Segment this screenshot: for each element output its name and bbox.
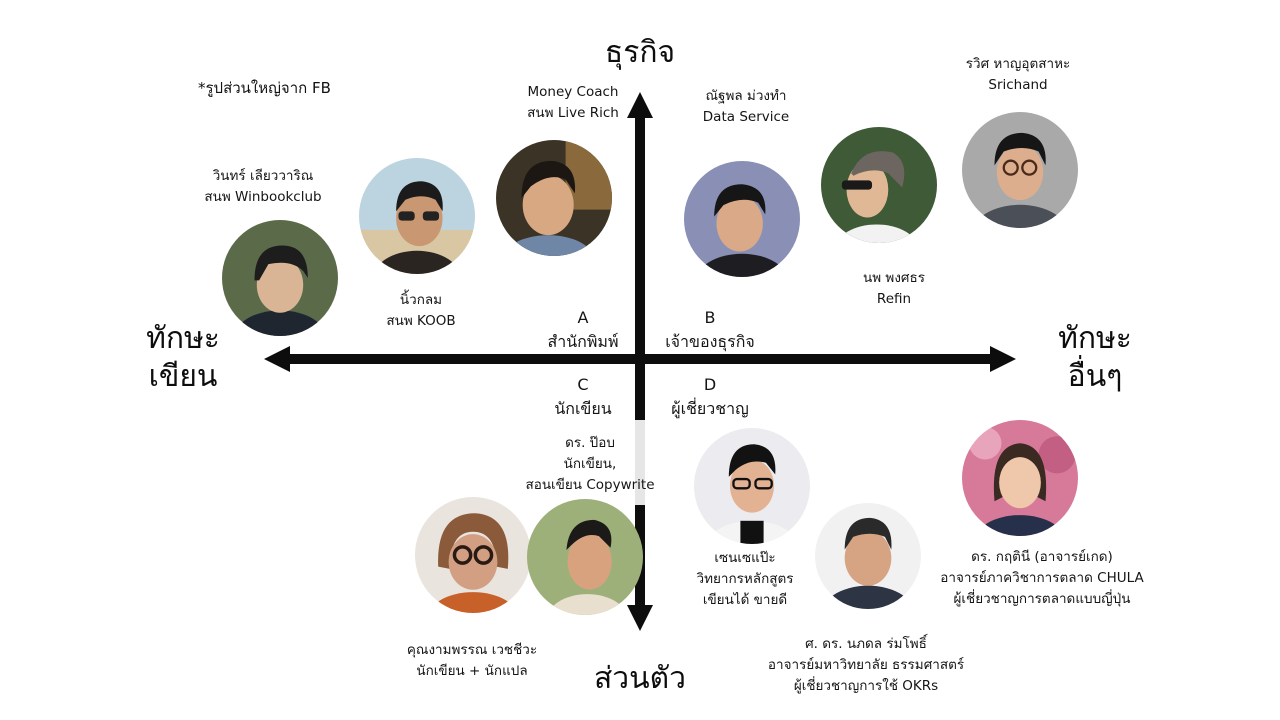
- caption-refin-name: นพ พงศธร: [863, 270, 925, 286]
- quadrant-d-letter: D: [703, 375, 717, 394]
- caption-srichand-name: รวิศ หาญอุตสาหะ: [965, 56, 1071, 72]
- caption-ngampan-name: คุณงามพรรณ เวชชีวะ: [406, 642, 538, 658]
- caption-napadon-name: ศ. ดร. นภดล ร่มโพธิ์: [805, 636, 927, 652]
- source-note: *รูปส่วนใหญ่จาก FB: [198, 79, 331, 97]
- quadrant-a-label: สำนักพิมพ์: [547, 332, 619, 351]
- avatar-senseipae: [694, 428, 810, 544]
- avatar-ngampan: [415, 497, 531, 613]
- quadrant-c-letter: C: [577, 375, 589, 394]
- avatar-napadon: [815, 503, 921, 609]
- vertical-axis-gap: [635, 420, 645, 505]
- caption-senseipae-name: เซนเซแป๊ะ: [714, 550, 776, 566]
- caption-kate-detail: ผู้เชี่ยวชาญการตลาดแบบญี่ปุ่น: [953, 591, 1131, 607]
- caption-srichand: รวิศ หาญอุตสาหะ Srichand: [966, 54, 1071, 96]
- caption-drpop-role: นักเขียน,: [563, 456, 617, 472]
- arrow-up-icon: [627, 92, 653, 118]
- vertical-axis-upper: [635, 115, 645, 420]
- caption-kate-name: ดร. กฤตินี (อาจารย์เกด): [971, 549, 1113, 565]
- avatar-koob: [359, 158, 475, 274]
- caption-winbookclub-name: วินทร์ เลียววาริณ: [212, 168, 314, 184]
- axis-label-left-line2: เขียน: [148, 359, 218, 394]
- caption-winbookclub: วินทร์ เลียววาริณ สนพ Winbookclub: [204, 166, 321, 208]
- caption-dataservice-role: Data Service: [702, 109, 790, 125]
- axis-label-left-line1: ทักษะ: [146, 321, 220, 356]
- avatar-refin: [821, 127, 937, 243]
- caption-liverich-role: สนพ Live Rich: [527, 105, 619, 121]
- quadrant-b: B เจ้าของธุรกิจ: [665, 306, 755, 354]
- avatar-liverich: [496, 140, 612, 256]
- avatar-kate: [962, 420, 1078, 536]
- caption-refin-role: Refin: [876, 291, 912, 307]
- avatar-dataservice: [684, 161, 800, 277]
- quadrant-a-letter: A: [577, 308, 589, 327]
- caption-kate-role: อาจารย์ภาควิชาการตลาด CHULA: [940, 570, 1144, 586]
- caption-koob-name: นิ้วกลม: [399, 292, 443, 308]
- arrow-right-icon: [990, 346, 1016, 372]
- quadrant-d: D ผู้เชี่ยวชาญ: [671, 373, 749, 421]
- axis-label-right: ทักษะ อื่นๆ: [1040, 320, 1150, 396]
- caption-drpop: ดร. ป๊อบ นักเขียน, สอนเขียน Copywrite: [525, 433, 654, 496]
- quadrant-b-letter: B: [704, 308, 716, 327]
- caption-dataservice-name: ณัฐพล ม่วงทำ: [705, 88, 787, 104]
- axis-label-top: ธุรกิจ: [604, 35, 676, 70]
- quadrant-d-label: ผู้เชี่ยวชาญ: [671, 399, 749, 418]
- axis-label-left: ทักษะ เขียน: [128, 320, 238, 396]
- caption-ngampan-role: นักเขียน + นักแปล: [416, 663, 528, 679]
- axis-label-bottom: ส่วนตัว: [594, 661, 686, 696]
- caption-napadon-role: อาจารย์มหาวิทยาลัย ธรรมศาสตร์: [767, 657, 965, 673]
- quadrant-c: C นักเขียน: [554, 373, 611, 421]
- caption-koob: นิ้วกลม สนพ KOOB: [386, 290, 455, 332]
- caption-kate: ดร. กฤตินี (อาจารย์เกด) อาจารย์ภาควิชากา…: [940, 547, 1143, 610]
- caption-koob-role: สนพ KOOB: [386, 313, 456, 329]
- caption-liverich: Money Coach สนพ Live Rich: [527, 82, 619, 124]
- caption-senseipae-role: วิทยากรหลักสูตร: [696, 571, 794, 587]
- arrow-left-icon: [264, 346, 290, 372]
- caption-refin: นพ พงศธร Refin: [863, 268, 925, 310]
- avatar-srichand: [962, 112, 1078, 228]
- caption-senseipae: เซนเซแป๊ะ วิทยากรหลักสูตร เขียนได้ ขายดี: [697, 548, 794, 611]
- avatar-drpop: [527, 499, 643, 615]
- caption-dataservice: ณัฐพล ม่วงทำ Data Service: [703, 86, 789, 128]
- axis-label-right-line1: ทักษะ: [1058, 321, 1132, 356]
- quadrant-a: A สำนักพิมพ์: [547, 306, 618, 354]
- axis-label-right-line2: อื่นๆ: [1067, 359, 1123, 394]
- caption-napadon: ศ. ดร. นภดล ร่มโพธิ์ อาจารย์มหาวิทยาลัย …: [768, 634, 964, 697]
- caption-drpop-name: ดร. ป๊อบ: [565, 435, 615, 451]
- arrow-down-icon: [627, 605, 653, 631]
- avatar-winbookclub: [222, 220, 338, 336]
- caption-srichand-role: Srichand: [988, 77, 1048, 93]
- quadrant-c-label: นักเขียน: [554, 399, 612, 418]
- caption-drpop-detail: สอนเขียน Copywrite: [525, 477, 655, 493]
- quadrant-b-label: เจ้าของธุรกิจ: [665, 332, 755, 351]
- caption-winbookclub-role: สนพ Winbookclub: [204, 189, 322, 205]
- caption-senseipae-detail: เขียนได้ ขายดี: [702, 592, 788, 608]
- caption-ngampan: คุณงามพรรณ เวชชีวะ นักเขียน + นักแปล: [407, 640, 537, 682]
- caption-napadon-detail: ผู้เชี่ยวชาญการใช้ OKRs: [793, 678, 939, 694]
- caption-liverich-name: Money Coach: [527, 84, 619, 100]
